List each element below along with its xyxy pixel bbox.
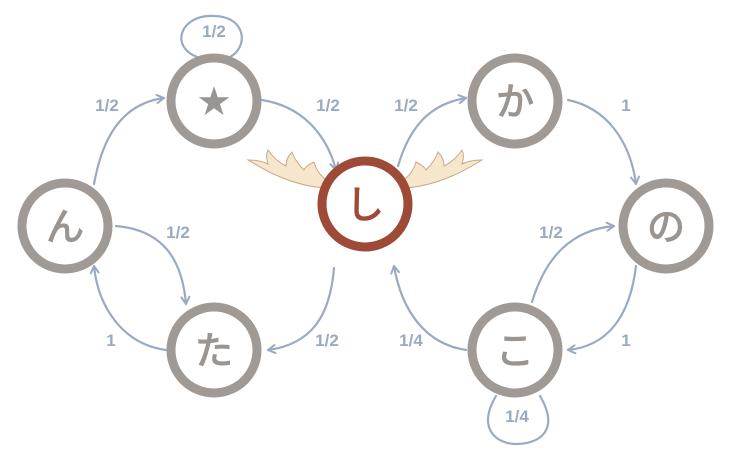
node-ka-label: か (496, 80, 534, 124)
edge-ko-self (487, 394, 550, 446)
edge-labels: 1/2 1/2 1/2 1/2 1 1/2 1/2 1 1 1/2 1/4 1/… (95, 22, 631, 426)
nodes: ★ ん た し か の こ (17, 53, 714, 398)
edge-star-self (180, 14, 243, 60)
edge-star-to-shi (260, 98, 340, 172)
edges (89, 14, 641, 446)
node-ko: こ (467, 302, 563, 398)
node-n-label: ん (46, 205, 84, 249)
antlers-icon (246, 149, 484, 189)
edge-ko-to-shi (390, 264, 468, 352)
edge-no-to-ko (566, 264, 638, 355)
node-ta: た (166, 302, 262, 398)
label-shi-to-ta: 1/2 (315, 331, 339, 350)
edge-ka-to-no (566, 98, 641, 186)
node-star: ★ (166, 53, 262, 149)
node-ko-label: こ (496, 329, 534, 373)
edge-n-to-star (92, 93, 166, 186)
label-ko-to-shi: 1/4 (399, 331, 423, 350)
label-ta-to-n: 1 (106, 331, 115, 350)
node-ta-label: た (195, 329, 233, 373)
label-ka-to-no: 1 (621, 96, 630, 115)
node-no-label: の (647, 205, 685, 249)
label-star-self: 1/2 (202, 22, 226, 41)
edge-shi-to-ka (396, 94, 468, 168)
left-antler-icon (246, 149, 333, 189)
label-ko-to-no: 1/2 (539, 223, 563, 242)
label-n-to-star: 1/2 (95, 96, 119, 115)
node-star-label: ★ (196, 79, 232, 125)
node-ka: か (467, 53, 563, 149)
node-shi: し (317, 156, 413, 252)
label-shi-to-ka: 1/2 (394, 96, 418, 115)
label-n-to-ta: 1/2 (166, 223, 190, 242)
edge-shi-to-ta (266, 266, 336, 355)
node-no: の (618, 178, 714, 274)
label-star-to-shi: 1/2 (316, 96, 340, 115)
right-antler-icon (397, 149, 484, 189)
node-shi-label: し (346, 183, 384, 227)
edge-ta-to-n (89, 264, 168, 352)
label-ko-self: 1/4 (505, 407, 529, 426)
node-n: ん (17, 178, 113, 274)
edge-n-to-ta (114, 224, 191, 306)
edge-ko-to-no (530, 221, 616, 304)
label-no-to-ko: 1 (621, 331, 630, 350)
